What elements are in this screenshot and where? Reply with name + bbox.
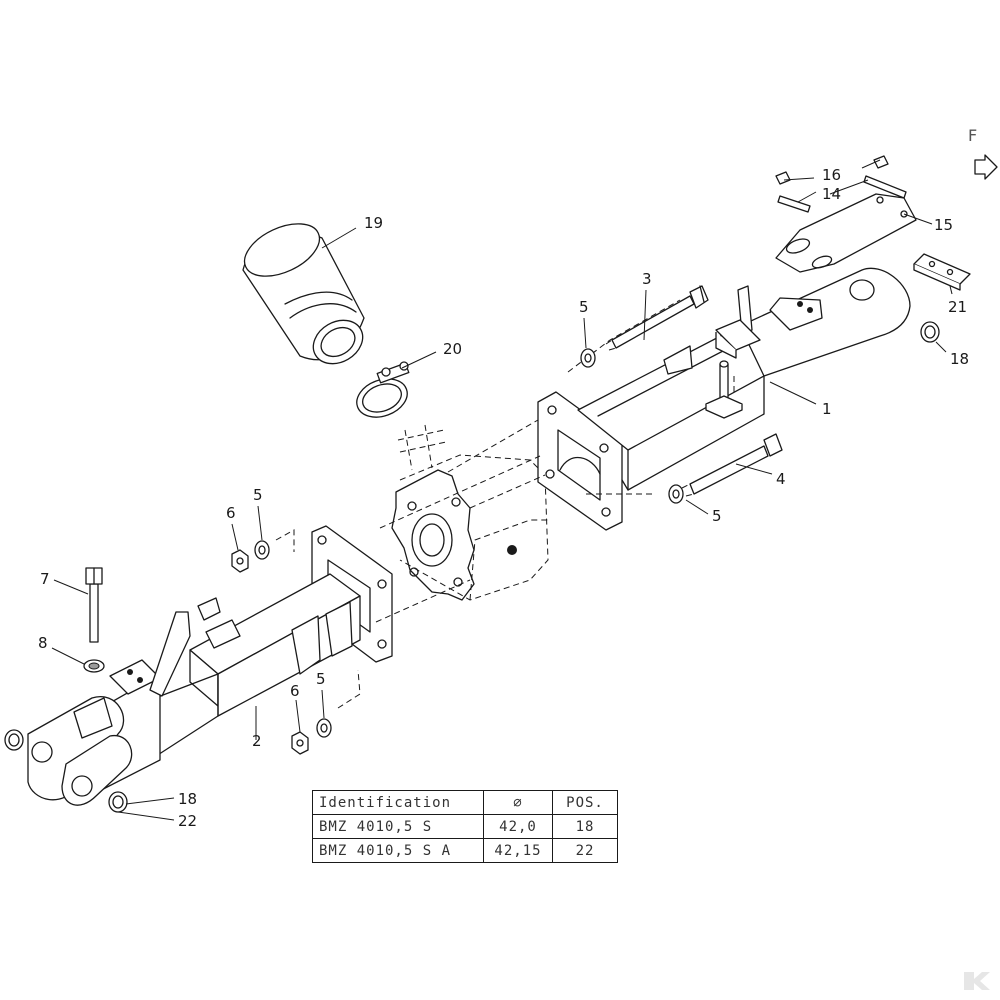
assembly-hidden-lines	[275, 299, 735, 709]
arrow-right-icon	[974, 154, 998, 180]
part-20-clamp	[356, 361, 410, 418]
callout-5-b: 5	[712, 507, 722, 525]
callout-18-b: 18	[178, 790, 197, 808]
part-5-washer-c	[254, 540, 270, 560]
part-15-plate	[775, 193, 917, 273]
callout-6-b: 6	[290, 682, 300, 700]
part-8-washer	[83, 659, 105, 673]
callout-15: 15	[934, 216, 953, 234]
table-header-row: Identification ⌀ POS.	[312, 790, 618, 815]
spec-table: Identification ⌀ POS. BMZ 4010,5 S 42,0 …	[312, 790, 618, 863]
cell-diameter: 42,0	[483, 814, 553, 839]
callout-1: 1	[822, 400, 832, 418]
callout-21: 21	[948, 298, 967, 316]
callout-6-a: 6	[226, 504, 236, 522]
callout-19: 19	[364, 214, 383, 232]
cell-pos: 22	[552, 838, 618, 863]
table-row: BMZ 4010,5 S 42,0 18	[312, 814, 618, 839]
brand-logo	[964, 972, 990, 990]
cell-identification: BMZ 4010,5 S A	[312, 838, 484, 863]
gearbox-flange	[391, 469, 517, 601]
part-4-bolt	[681, 433, 783, 497]
part-1-right-frame	[537, 267, 911, 531]
part-18-bushing-left-a	[4, 729, 24, 751]
header-diameter: ⌀	[483, 790, 553, 815]
part-3-bolt	[605, 285, 709, 351]
part-6-nut-b	[291, 731, 309, 755]
part-14-strip	[777, 175, 907, 213]
direction-marker: F	[968, 126, 998, 180]
callouts: 19 20 3 5 4 5 1 18 15 21 16 14 2 6 5 6 5…	[38, 166, 969, 830]
leader-lines	[51, 159, 953, 821]
header-pos: POS.	[552, 790, 618, 815]
callout-22: 22	[178, 812, 197, 830]
part-18-22-bushing-left-b	[108, 791, 128, 813]
callout-16: 16	[822, 166, 841, 184]
part-5-washer-d	[316, 718, 332, 738]
cell-identification: BMZ 4010,5 S	[312, 814, 484, 839]
callout-5-c: 5	[253, 486, 263, 504]
part-5-washer-b	[668, 484, 684, 504]
callout-5-d: 5	[316, 670, 326, 688]
table-row: BMZ 4010,5 S A 42,15 22	[312, 838, 618, 863]
cell-pos: 18	[552, 814, 618, 839]
callout-8: 8	[38, 634, 48, 652]
callout-7: 7	[40, 570, 50, 588]
part-6-nut-a	[231, 549, 249, 573]
callout-4: 4	[776, 470, 786, 488]
part-7-bolt	[85, 567, 103, 643]
callout-5-a: 5	[579, 298, 589, 316]
direction-letter: F	[968, 126, 977, 145]
cell-diameter: 42,15	[483, 838, 553, 863]
callout-18-a: 18	[950, 350, 969, 368]
part-18-bushing-right	[920, 321, 940, 343]
callout-14: 14	[822, 185, 841, 203]
callout-3: 3	[642, 270, 652, 288]
callout-2: 2	[252, 732, 262, 750]
callout-20: 20	[443, 340, 462, 358]
part-19-boot	[242, 223, 365, 365]
part-21-bracket	[913, 253, 971, 291]
header-identification: Identification	[312, 790, 484, 815]
part-2-left-frame	[27, 525, 393, 806]
gearbox-phantom	[397, 424, 549, 601]
part-5-washer-a	[580, 348, 596, 368]
